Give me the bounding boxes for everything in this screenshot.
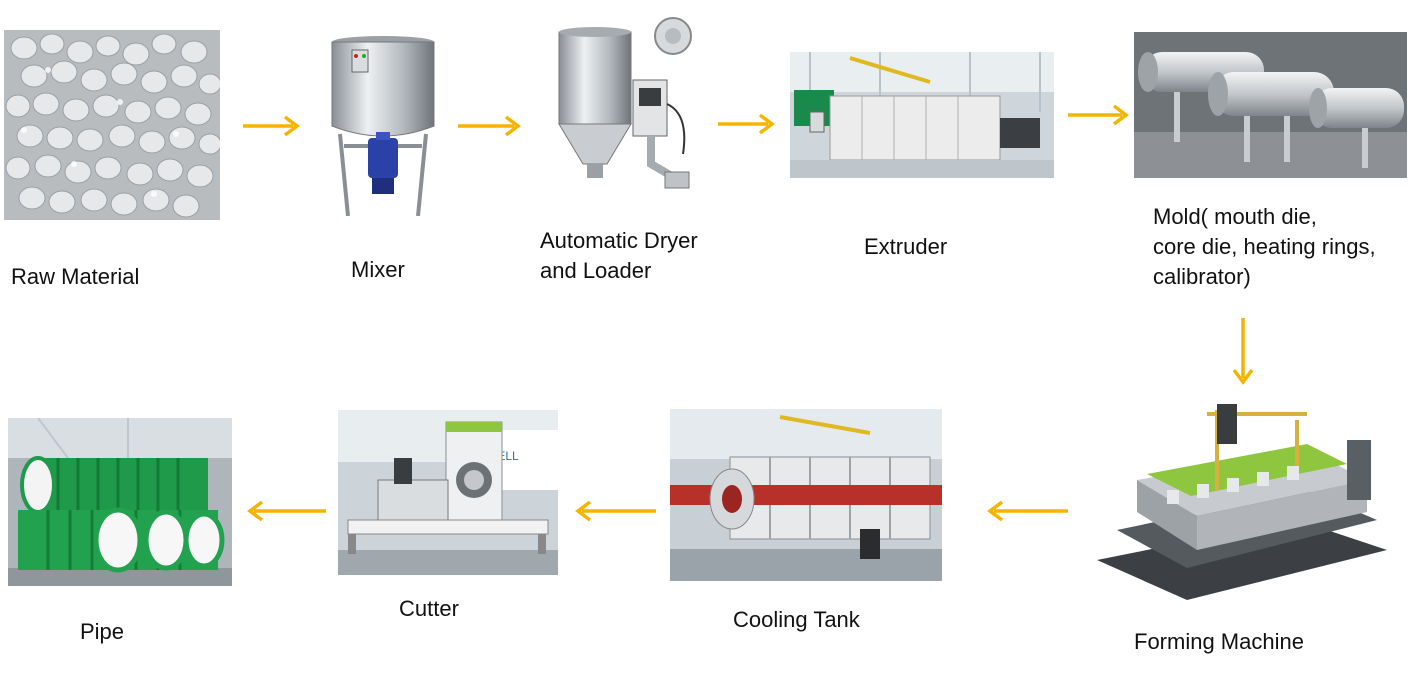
label-raw-material: Raw Material bbox=[11, 264, 140, 289]
forming-machine-icon bbox=[1097, 400, 1387, 620]
mold-photo bbox=[1134, 32, 1407, 178]
arrow-right-icon bbox=[718, 113, 775, 135]
label-forming-machine: Forming Machine bbox=[1134, 629, 1304, 654]
arrow-left-icon bbox=[575, 500, 656, 522]
label-extruder: Extruder bbox=[864, 234, 948, 259]
dryer-icon bbox=[555, 14, 697, 194]
cooling-tank-icon bbox=[670, 409, 942, 581]
arrow-extruder-to-mold bbox=[1068, 104, 1130, 126]
pipe-photo bbox=[8, 418, 232, 586]
mixer-icon bbox=[330, 34, 436, 216]
label-dryer-loader: Automatic Dryer and Loader bbox=[540, 228, 698, 283]
forming-machine-photo bbox=[1097, 400, 1387, 620]
arrow-right-icon bbox=[1068, 104, 1129, 126]
label-pipe: Pipe bbox=[80, 619, 125, 644]
label-cutter: Cutter bbox=[399, 596, 459, 621]
cooling-tank-photo bbox=[670, 409, 942, 581]
arrow-dryer-to-extruder bbox=[718, 113, 776, 135]
arrow-left-icon bbox=[987, 500, 1068, 522]
extruder-icon bbox=[790, 52, 1054, 178]
cutter-photo: ⁿELL bbox=[338, 410, 558, 575]
mold-icon bbox=[1134, 32, 1407, 178]
arrow-raw-to-mixer bbox=[243, 115, 301, 137]
extruder-photo bbox=[790, 52, 1054, 178]
cutter-icon: ⁿELL bbox=[338, 410, 558, 575]
mixer-photo bbox=[330, 34, 436, 216]
arrow-left-icon bbox=[247, 500, 326, 522]
label-mold: Mold( mouth die, core die, heating rings… bbox=[1153, 204, 1376, 289]
arrow-mold-to-forming bbox=[1232, 318, 1254, 386]
pipe-icon bbox=[8, 418, 232, 586]
arrow-right-icon bbox=[458, 115, 521, 137]
arrow-forming-to-cooling bbox=[986, 500, 1068, 522]
dryer-photo bbox=[555, 14, 697, 194]
arrow-right-icon bbox=[243, 115, 300, 137]
label-cooling-tank: Cooling Tank bbox=[733, 607, 860, 632]
pellets-icon bbox=[4, 30, 220, 220]
arrow-mixer-to-dryer bbox=[458, 115, 522, 137]
arrow-cooling-to-cutter bbox=[574, 500, 656, 522]
arrow-down-icon bbox=[1232, 318, 1254, 385]
raw-material-photo bbox=[4, 30, 220, 220]
label-mixer: Mixer bbox=[351, 257, 405, 282]
arrow-cutter-to-pipe bbox=[246, 500, 326, 522]
